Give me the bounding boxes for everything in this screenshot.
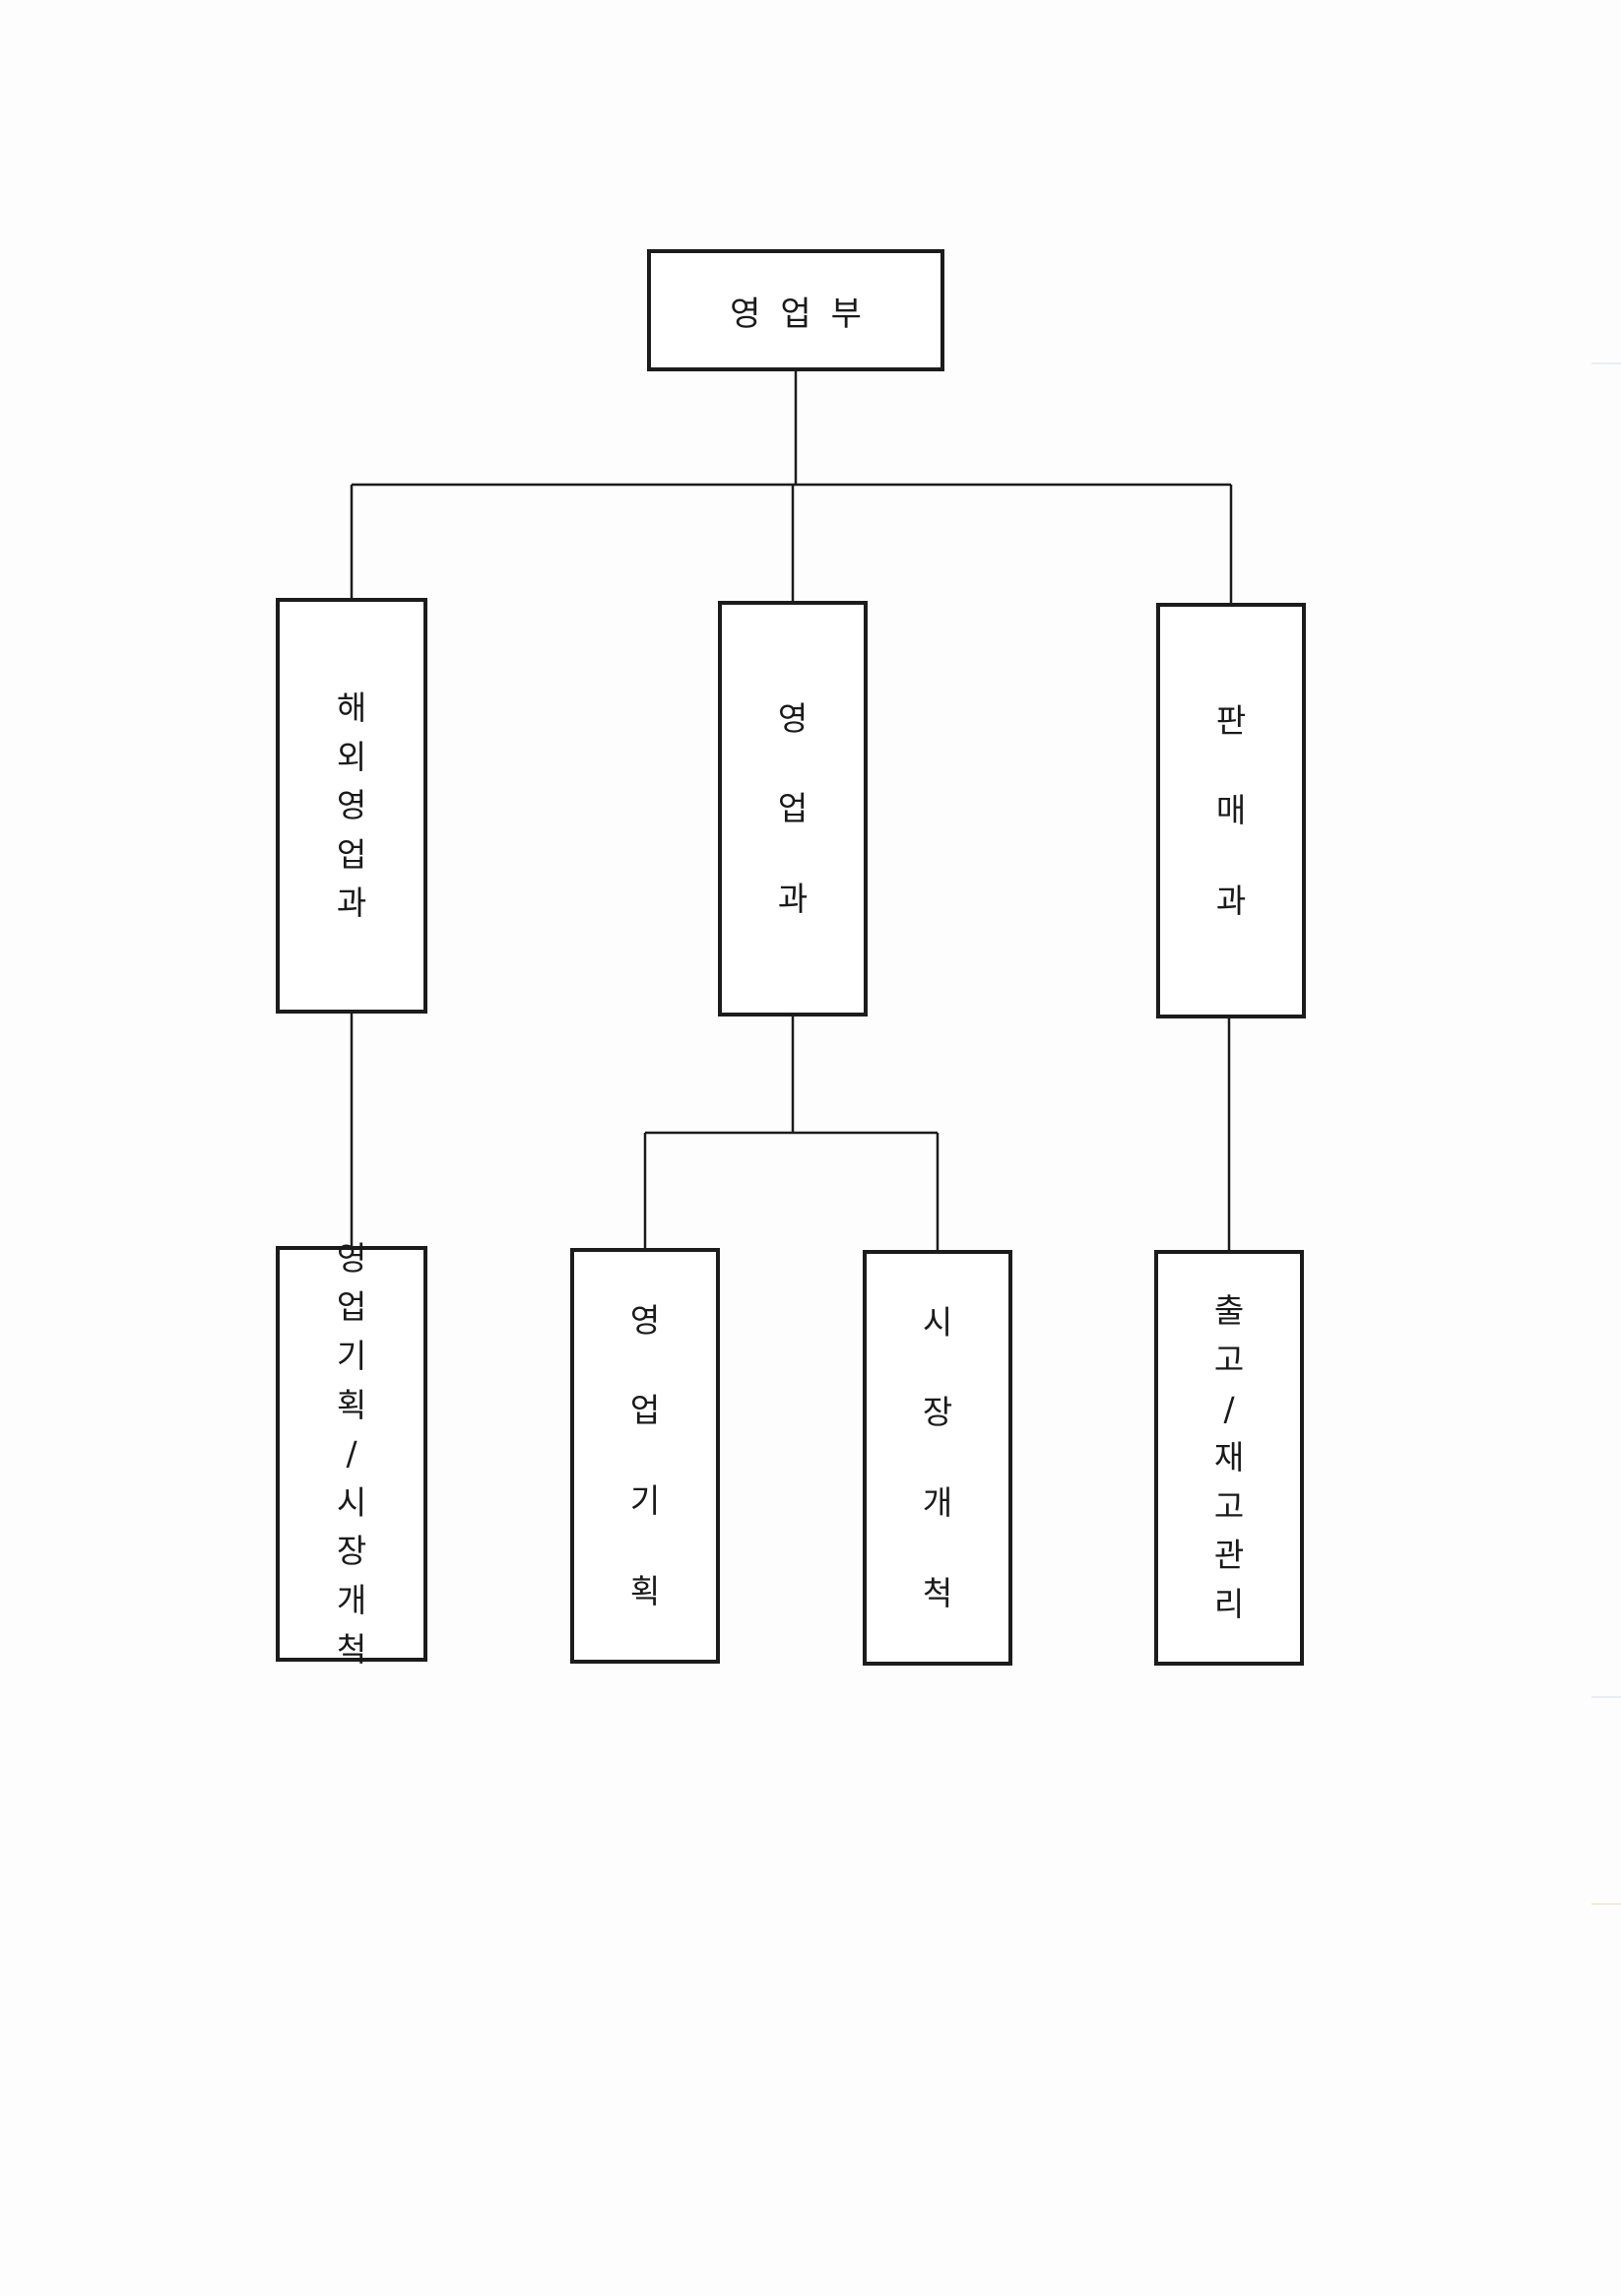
label-char: 업 <box>336 1287 367 1327</box>
org-node-label: 영업부 <box>730 294 881 334</box>
label-char: 척 <box>336 1629 367 1669</box>
label-char: 과 <box>336 884 367 923</box>
label-char: 고 <box>1213 1486 1245 1526</box>
label-char: 개 <box>336 1580 367 1619</box>
label-char: 개 <box>922 1483 953 1522</box>
label-char: 영 <box>777 698 809 738</box>
label-char: 척 <box>922 1573 953 1612</box>
label-char: 시 <box>922 1302 953 1342</box>
label-char: 재 <box>1213 1438 1245 1477</box>
label-char: 외 <box>336 737 367 776</box>
label-char: 업 <box>336 834 367 874</box>
label-char: 장 <box>922 1393 953 1432</box>
org-node-sales-department: 영업부 <box>647 249 944 371</box>
label-char: 시 <box>336 1482 367 1522</box>
label-char: 판 <box>1215 700 1247 740</box>
label-char: 획 <box>629 1571 661 1610</box>
label-char: 해 <box>336 689 367 728</box>
scan-edge-mark <box>1591 1903 1621 1905</box>
label-char: 매 <box>1215 791 1247 830</box>
label-char: 기 <box>629 1481 661 1520</box>
label-char: 과 <box>1215 881 1247 920</box>
label-char: 업 <box>777 789 809 828</box>
scan-edge-mark <box>1591 1696 1621 1698</box>
label-char: 영 <box>629 1300 661 1340</box>
label-char: 영 <box>336 1238 367 1278</box>
label-char: 출 <box>1213 1291 1245 1331</box>
label-char: 과 <box>777 879 809 918</box>
label-char: / <box>346 1434 357 1474</box>
label-char: 장 <box>336 1532 367 1571</box>
scan-edge-mark <box>1591 362 1621 364</box>
connector-lines <box>350 371 1233 1250</box>
label-char: 업 <box>629 1391 661 1430</box>
label-char: 고 <box>1213 1341 1245 1380</box>
label-char: 관 <box>1213 1536 1245 1575</box>
label-char: / <box>1223 1389 1235 1428</box>
label-char: 영 <box>336 786 367 825</box>
label-char: 기 <box>336 1337 367 1376</box>
label-char: 리 <box>1213 1584 1245 1623</box>
label-char: 획 <box>336 1385 367 1424</box>
